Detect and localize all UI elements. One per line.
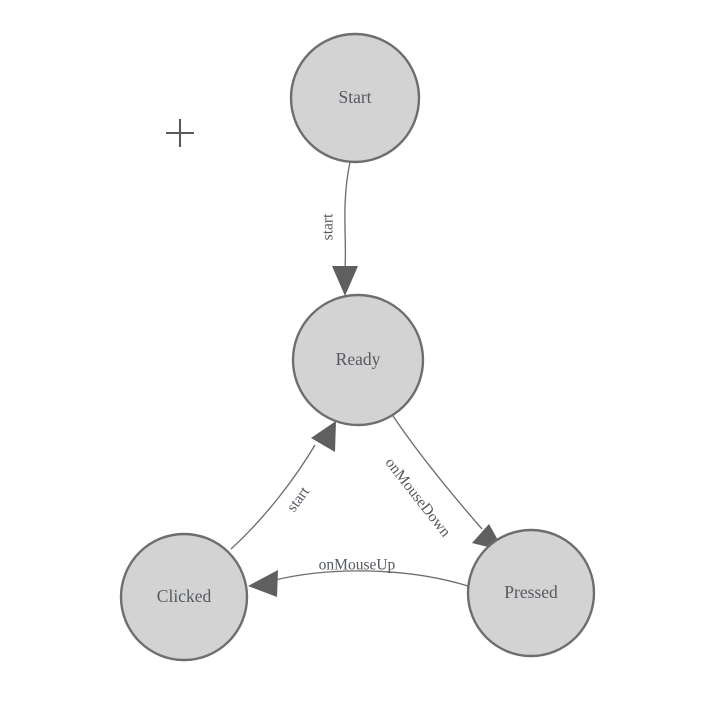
node-label-start: Start xyxy=(338,87,371,107)
arrowhead-into-clicked xyxy=(248,570,278,597)
edge-ready-to-pressed[interactable]: onMouseDown xyxy=(382,412,504,551)
node-start[interactable]: Start xyxy=(289,32,421,164)
edge-path-ready-to-pressed xyxy=(390,412,483,530)
edge-label-clicked-to-ready: start xyxy=(284,483,314,515)
arrowhead-into-ready-bottom xyxy=(311,421,336,452)
edge-start-to-ready[interactable]: start xyxy=(320,161,358,296)
edge-label-pressed-to-clicked: onMouseUp xyxy=(319,557,396,574)
edge-label-start-to-ready: start xyxy=(320,213,337,240)
node-ready[interactable]: Ready xyxy=(291,293,425,427)
node-circle-pressed xyxy=(466,528,596,658)
node-label-pressed: Pressed xyxy=(504,582,558,602)
crosshair-cursor-icon xyxy=(166,119,194,147)
edge-pressed-to-clicked[interactable]: onMouseUp xyxy=(248,557,469,597)
node-label-clicked: Clicked xyxy=(157,586,212,606)
edge-label-ready-to-pressed: onMouseDown xyxy=(382,455,454,541)
node-label-ready: Ready xyxy=(336,349,381,369)
node-pressed[interactable]: Pressed xyxy=(466,528,596,658)
node-circle-ready xyxy=(291,293,425,427)
node-circle-clicked xyxy=(119,532,249,662)
arrowhead-into-ready-top xyxy=(332,266,358,296)
node-clicked[interactable]: Clicked xyxy=(119,532,249,662)
edge-path-pressed-to-clicked xyxy=(274,570,469,587)
edge-path-start-to-ready xyxy=(344,161,351,269)
node-circle-start xyxy=(289,32,421,164)
edge-clicked-to-ready[interactable]: start xyxy=(230,421,336,550)
edge-path-clicked-to-ready xyxy=(230,444,316,550)
